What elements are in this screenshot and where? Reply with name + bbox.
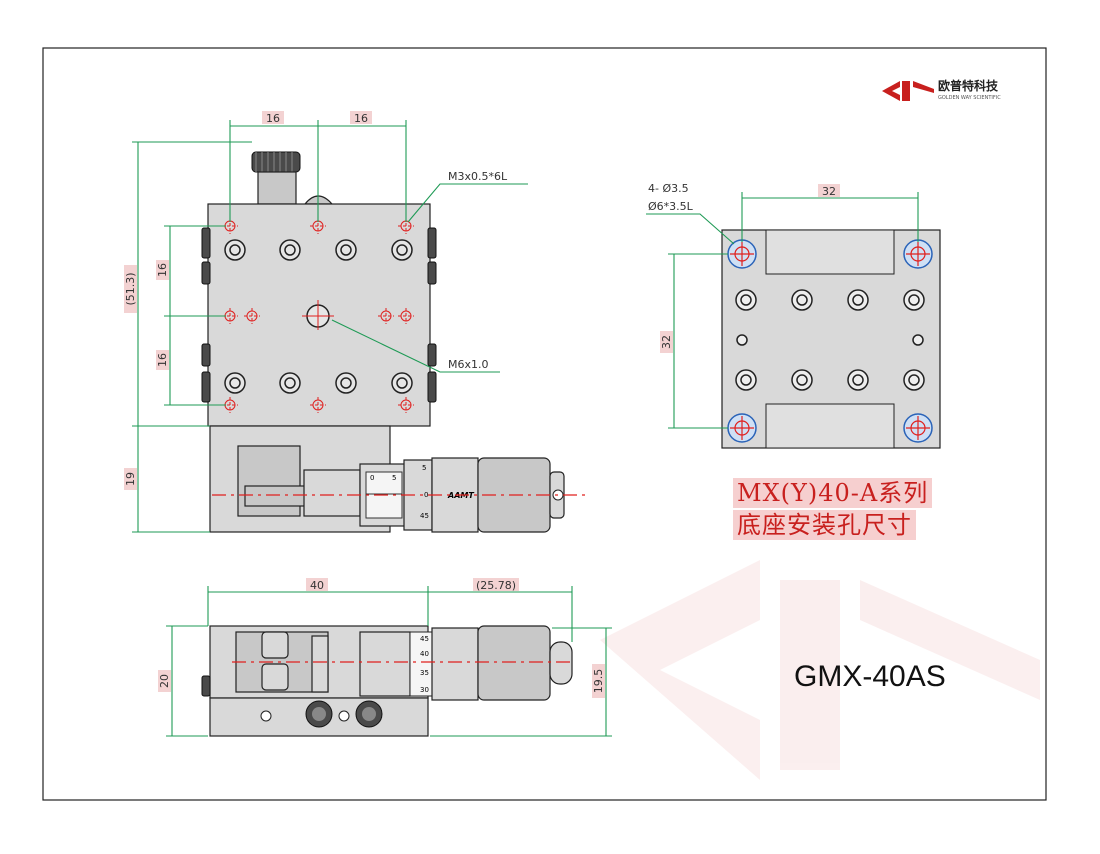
top-view-dimensions: 16 16 (51.3) 16 16 19 M3x0.5*6L M6x1.0 bbox=[124, 111, 528, 533]
dim-thread-center: M6x1.0 bbox=[448, 358, 489, 371]
brand-name-cn: 欧普特科技 bbox=[938, 79, 999, 93]
mount-holes bbox=[224, 239, 413, 394]
dim-side-micrometer: (25.78) bbox=[476, 579, 516, 592]
dim-side-width: 40 bbox=[310, 579, 324, 592]
dim-side-height: 20 bbox=[158, 674, 171, 688]
side-view-dimensions: 40 (25.78) 20 19.5 bbox=[158, 578, 612, 737]
dim-base-pitch-v: 32 bbox=[660, 335, 673, 349]
top-view: 0 5 5 0 45 AAMT bbox=[201, 151, 590, 533]
base-mount-holes bbox=[727, 239, 933, 443]
series-title-line1: MX(Y)40-A系列 bbox=[733, 478, 933, 508]
brand-logo: 欧普特科技 GOLDEN WAY SCIENTIFIC bbox=[880, 75, 1030, 115]
dim-base-pitch-h: 32 bbox=[822, 185, 836, 198]
knob-shaft bbox=[257, 171, 297, 205]
drawing-frame bbox=[42, 47, 1047, 801]
side-view: 45 40 35 30 bbox=[201, 625, 575, 737]
dim-side-height-right: 19.5 bbox=[592, 669, 605, 694]
dim-base-height: 19 bbox=[124, 472, 137, 486]
scale-tick-label: 45 bbox=[420, 635, 429, 643]
dim-top-pitch-right: 16 bbox=[354, 112, 368, 125]
series-title-line2: 底座安装孔尺寸 bbox=[733, 510, 916, 540]
model-number: GMX-40AS bbox=[794, 660, 946, 693]
series-title: MX(Y)40-A系列 底座安装孔尺寸 bbox=[733, 478, 933, 542]
base-view bbox=[721, 229, 941, 449]
scale-tick-label: 30 bbox=[420, 686, 429, 694]
dim-base-holes-cbore: Ø6*3.5L bbox=[648, 200, 694, 213]
scale-tick-label: 35 bbox=[420, 669, 429, 677]
dim-pitch-v-upper: 16 bbox=[156, 263, 169, 277]
scale-tick-label: 0 bbox=[424, 491, 428, 499]
micrometer: 0 5 5 0 45 AAMT bbox=[244, 457, 565, 533]
company-logo-icon bbox=[882, 81, 934, 101]
adjust-knob bbox=[251, 151, 301, 173]
base-view-dimensions: 32 32 4- Ø3.5 Ø6*3.5L bbox=[646, 182, 919, 429]
scale-tick-label: 40 bbox=[420, 650, 429, 658]
dim-pitch-v-lower: 16 bbox=[156, 353, 169, 367]
brand-name-en: GOLDEN WAY SCIENTIFIC bbox=[938, 95, 1001, 101]
scale-tick-label: 5 bbox=[422, 464, 426, 472]
watermark-logo bbox=[600, 560, 1040, 780]
scale-tick-label: 0 bbox=[370, 474, 374, 482]
scale-tick-label: 45 bbox=[420, 512, 429, 520]
dim-thread-small: M3x0.5*6L bbox=[448, 170, 508, 183]
scale-tick-label: 5 bbox=[392, 474, 396, 482]
dim-overall-height: (51.3) bbox=[124, 272, 137, 305]
dim-top-pitch-left: 16 bbox=[266, 112, 280, 125]
dim-base-holes-qty: 4- Ø3.5 bbox=[648, 182, 689, 195]
